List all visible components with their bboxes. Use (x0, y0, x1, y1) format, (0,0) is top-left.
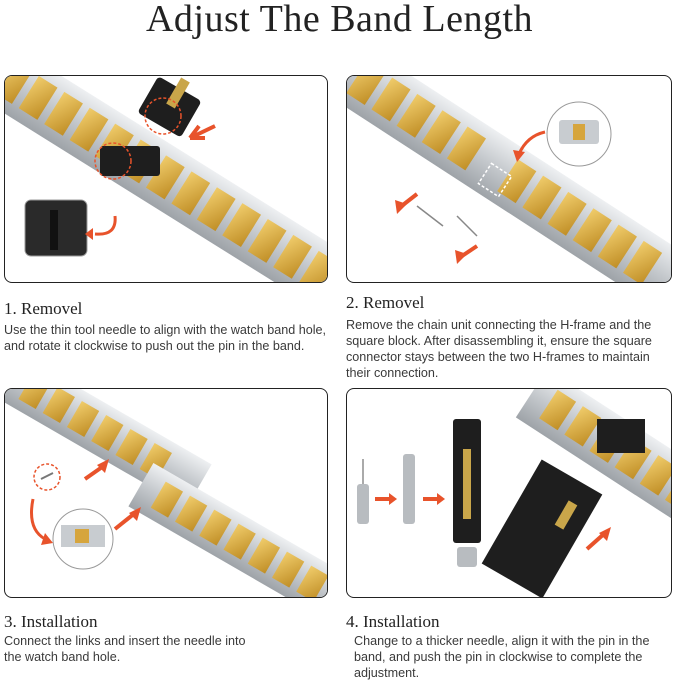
step-1-image (4, 75, 328, 283)
step-2-heading: 2. Removel (346, 293, 425, 312)
step-3-heading: 3. Installation (4, 612, 98, 631)
step-4-image (346, 388, 672, 598)
step-4-heading: 4. Installation (346, 612, 440, 631)
needle-parts (357, 454, 415, 524)
step-1-heading: 1. Removel (4, 299, 83, 318)
page-title: Adjust The Band Length (145, 0, 534, 40)
step-2-image (346, 75, 672, 283)
step-1-description: Use the thin tool needle to align with t… (4, 323, 327, 353)
step-4-description: Change to a thicker needle, align it wit… (354, 634, 650, 680)
step-3-description: Connect the links and insert the needle … (4, 634, 246, 664)
step-3-image (4, 388, 328, 598)
pin-tool (100, 77, 201, 176)
step-2-description: Remove the chain unit connecting the H-f… (346, 318, 652, 380)
